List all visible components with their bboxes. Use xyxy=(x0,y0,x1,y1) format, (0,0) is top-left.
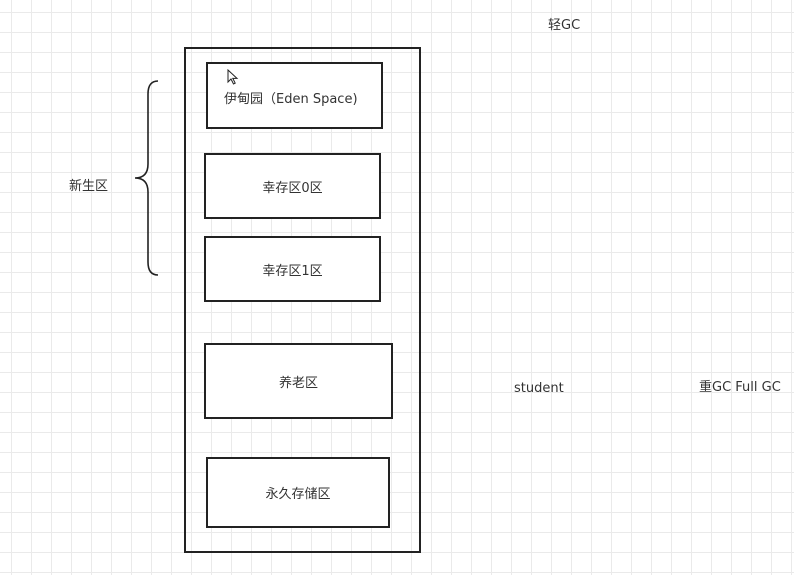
curly-brace-icon xyxy=(134,80,159,276)
old-generation-label: 养老区 xyxy=(278,375,318,391)
survivor-0-box: 幸存区0区 xyxy=(204,153,381,219)
heap-container xyxy=(184,47,421,553)
minor-gc-label: 轻GC xyxy=(548,18,581,33)
eden-space-box: 伊甸园（Eden Space) xyxy=(206,62,383,129)
old-generation-box: 养老区 xyxy=(204,343,393,419)
survivor-1-box: 幸存区1区 xyxy=(204,236,381,302)
object-label: student xyxy=(514,381,564,396)
full-gc-label: 重GC Full GC xyxy=(699,380,781,395)
young-generation-label: 新生区 xyxy=(69,179,109,194)
eden-space-label: 伊甸园（Eden Space) xyxy=(224,92,358,107)
mouse-cursor-icon xyxy=(227,69,239,85)
survivor-1-label: 幸存区1区 xyxy=(262,263,323,279)
permanent-generation-box: 永久存储区 xyxy=(206,457,390,528)
permanent-generation-label: 永久存储区 xyxy=(265,487,331,502)
survivor-0-label: 幸存区0区 xyxy=(262,180,323,196)
